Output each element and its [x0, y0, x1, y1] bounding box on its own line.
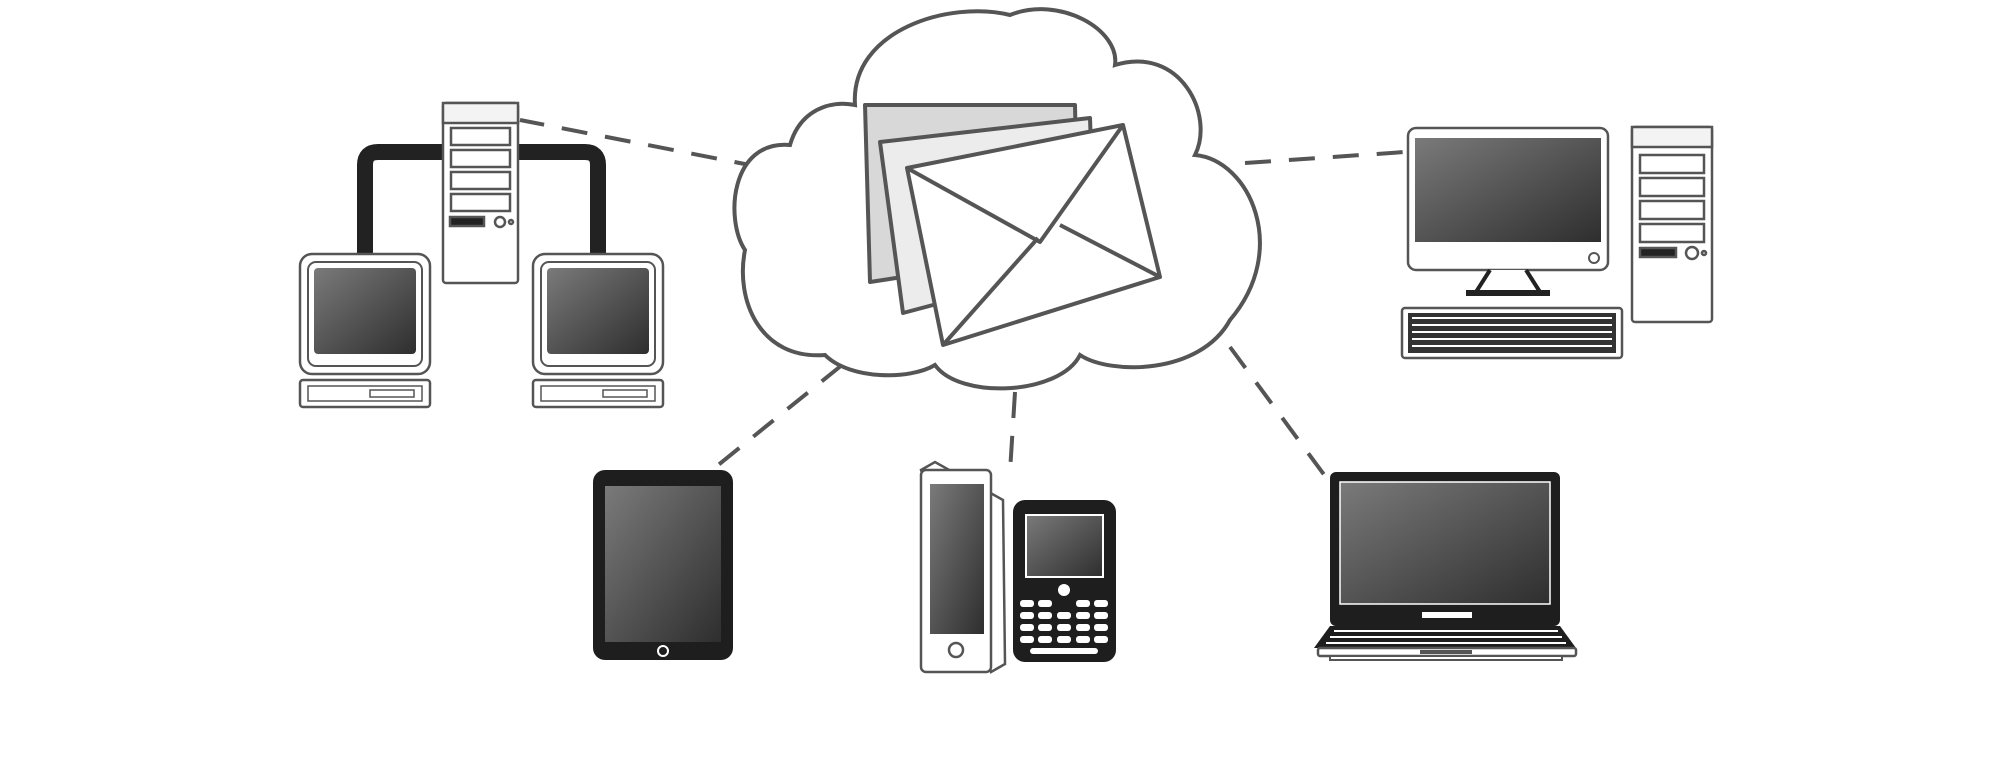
email-cloud: [732, 7, 1262, 391]
pda-icon: [919, 460, 1007, 674]
envelope-stack-icon: [863, 103, 1162, 347]
terminal-computer-icon: [298, 252, 432, 409]
connectors: [519, 118, 1406, 478]
connector-to-desktop: [1244, 150, 1406, 165]
smartphone-icon: [1013, 500, 1116, 662]
tablet-icon: [593, 470, 733, 660]
connector-to-tablet: [710, 363, 844, 472]
tablet: [593, 470, 733, 660]
terminal-computer-icon: [531, 252, 665, 409]
server-tower-icon: [441, 101, 520, 285]
laptop-icon: [1314, 472, 1578, 661]
laptop: [1314, 472, 1578, 661]
client-server-network: [298, 101, 665, 409]
connector-to-mobile: [1008, 391, 1017, 473]
connector-to-laptop: [1228, 345, 1327, 478]
envelope-flap: [906, 123, 1125, 244]
phone-keypad: [1020, 600, 1108, 654]
desktop-monitor-icon: [1406, 126, 1610, 296]
envelope-fold-left: [941, 236, 1040, 347]
mobile-devices: [919, 460, 1116, 674]
keyboard-icon: [1400, 306, 1624, 360]
network-cable-right: [515, 144, 606, 258]
desktop-computer: [1400, 125, 1714, 360]
network-cable-left: [357, 144, 448, 258]
envelope-fold-right: [1059, 223, 1161, 279]
desktop-tower-icon: [1630, 125, 1714, 324]
